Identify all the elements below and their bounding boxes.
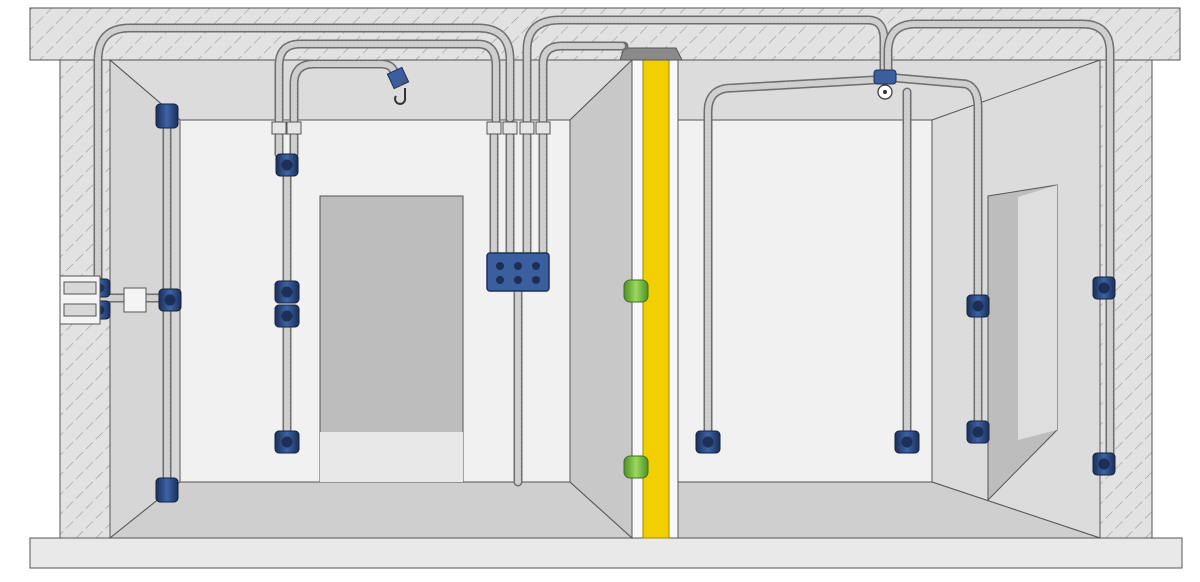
conduit-corrugation-2 xyxy=(276,41,499,123)
conduit-corrugation-6 xyxy=(705,77,877,435)
floor-slab xyxy=(29,537,1183,569)
conduit-coupling-4 xyxy=(502,121,518,135)
socket-box-icon xyxy=(274,430,300,454)
wall-bracket xyxy=(59,275,147,325)
conduit-coupling-3 xyxy=(486,121,502,135)
right-room xyxy=(677,59,1102,539)
socket-box-icon xyxy=(966,294,990,318)
left-room-ceiling xyxy=(108,59,634,121)
socket-box-icon xyxy=(274,280,300,304)
upper-green-fitting xyxy=(623,279,649,303)
socket-box-icon xyxy=(1092,276,1116,300)
device-boxes xyxy=(89,103,1116,503)
socket-box-icon xyxy=(158,288,182,312)
partition-wall-face xyxy=(569,58,633,540)
conduit-corrugation-4 xyxy=(524,17,887,123)
pipe-fittings xyxy=(623,279,649,479)
conduit-coupling-5 xyxy=(519,121,535,135)
conduit-end-fitting-2 xyxy=(155,477,179,503)
left-room xyxy=(108,58,634,540)
socket-box-icon xyxy=(695,430,721,454)
riser-cap xyxy=(619,47,683,61)
conduit-coupling-2 xyxy=(286,121,302,135)
ceiling-hook-icon xyxy=(386,66,410,105)
socket-box-icon xyxy=(894,430,920,454)
conduit-corrugation-9 xyxy=(885,21,1113,285)
switch-box-icon xyxy=(275,153,299,177)
socket-box-icon xyxy=(966,420,990,444)
lamp-socket-icon xyxy=(873,69,897,100)
conduit-corrugation-3 xyxy=(291,61,397,123)
conduit-corrugation-1 xyxy=(95,25,513,287)
junction-box-icon xyxy=(486,252,550,292)
conduit-coupling-6 xyxy=(535,121,551,135)
right-room-door-reveal xyxy=(1018,185,1057,440)
conduit-corrugation-7 xyxy=(893,75,981,299)
left-room-door-floor xyxy=(320,432,463,482)
socket-box-icon xyxy=(274,304,300,328)
socket-box-icon xyxy=(1092,452,1116,476)
right-room-back-wall xyxy=(677,119,933,483)
lower-green-fitting xyxy=(623,455,649,479)
conduit-end-fitting-1 xyxy=(155,103,179,129)
conduit-coupling-1 xyxy=(271,121,287,135)
conduit-corrugation-5 xyxy=(540,43,627,123)
left-room-floor xyxy=(108,481,634,539)
